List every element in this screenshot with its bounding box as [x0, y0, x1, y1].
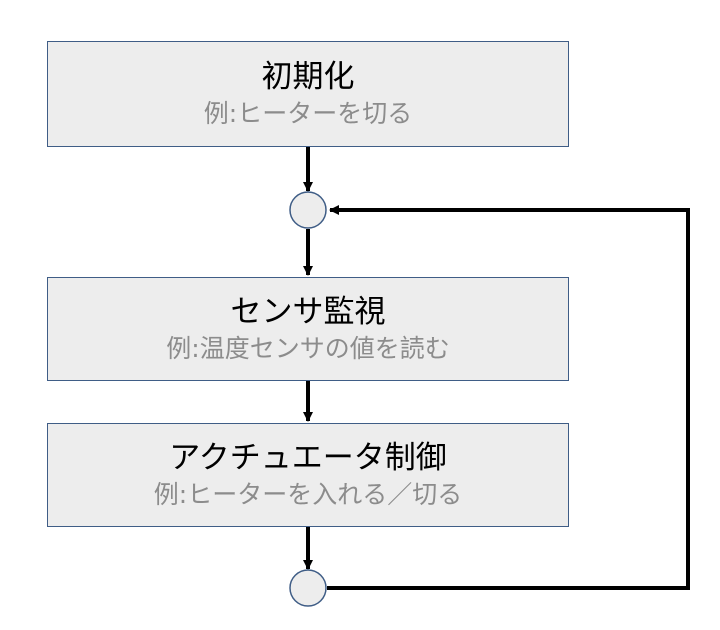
step-title: 初期化: [261, 59, 355, 95]
junction-bottom: [289, 569, 327, 607]
step-box-init: 初期化 例:ヒーターを切る: [47, 41, 569, 147]
step-box-sensor: センサ監視 例:温度センサの値を読む: [47, 277, 569, 381]
step-example: 例:温度センサの値を読む: [166, 334, 450, 363]
step-box-actuator: アクチュエータ制御 例:ヒーターを入れる／切る: [47, 423, 569, 527]
arrow-loop-back: [327, 205, 690, 590]
step-title: センサ監視: [230, 294, 386, 330]
junction-top: [289, 191, 327, 229]
step-example: 例:ヒーターを切る: [203, 99, 413, 128]
step-example: 例:ヒーターを入れる／切る: [153, 480, 463, 509]
step-title: アクチュエータ制御: [169, 440, 447, 476]
